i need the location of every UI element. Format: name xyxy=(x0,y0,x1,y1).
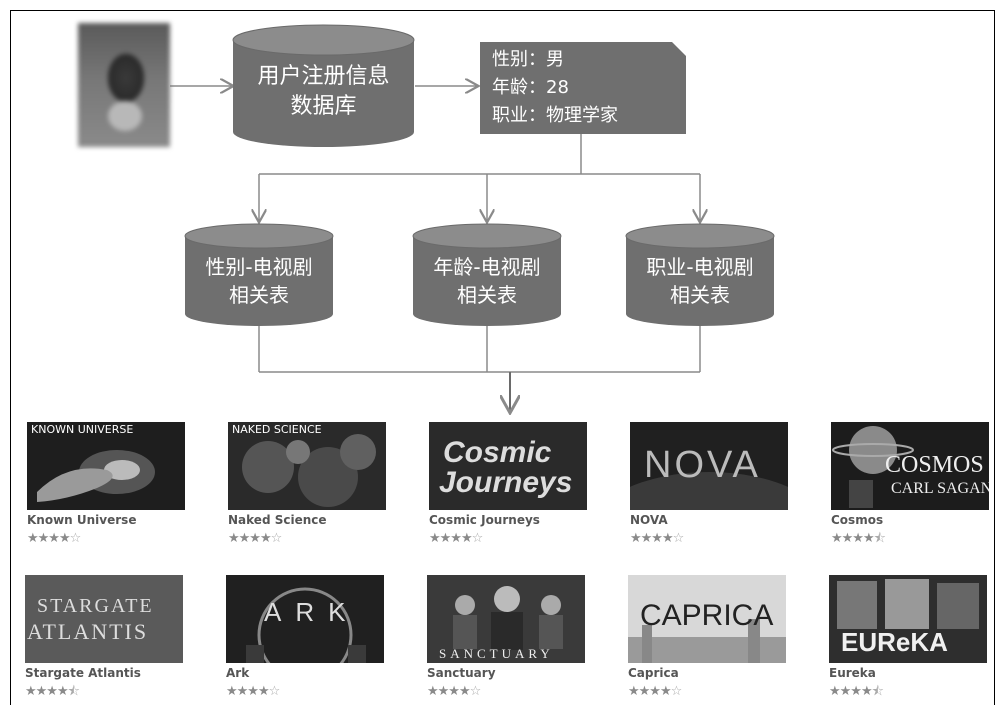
show-title[interactable]: Known Universe xyxy=(27,513,137,527)
gender-table-line2: 相关表 xyxy=(229,283,289,307)
show-thumbnail-tag: KNOWN UNIVERSE xyxy=(31,423,134,436)
show-title[interactable]: Caprica xyxy=(628,666,679,680)
show-thumbnail[interactable]: NOVA xyxy=(630,422,788,510)
rating-stars: ★★★★☆ xyxy=(27,531,81,546)
job-table-line1: 职业-电视剧 xyxy=(646,255,754,279)
job-table-cylinder: 职业-电视剧 相关表 xyxy=(625,222,775,328)
age-table-line2: 相关表 xyxy=(457,283,517,307)
cosmic-logo-line1: Cosmic xyxy=(443,436,552,469)
cosmos-logo-line1: COSMOS xyxy=(885,452,984,478)
show-title[interactable]: Naked Science xyxy=(228,513,327,527)
stargate-logo-line2: ATLANTIS xyxy=(27,619,149,644)
cosmos-logo-line2: CARL SAGAN xyxy=(891,480,989,497)
show-thumbnail[interactable]: SANCTUARY xyxy=(427,575,585,663)
age-table-cylinder: 年龄-电视剧 相关表 xyxy=(412,222,562,328)
gender-table-line1: 性别-电视剧 xyxy=(205,255,313,279)
show-thumbnail[interactable]: KNOWN UNIVERSE xyxy=(27,422,185,510)
user-gender: 性别：男 xyxy=(492,49,564,70)
show-title[interactable]: Eureka xyxy=(829,666,876,680)
job-table-line2: 相关表 xyxy=(670,283,730,307)
rating-stars: ★★★★☆ xyxy=(630,531,684,546)
show-thumbnail[interactable]: ARK xyxy=(226,575,384,663)
cosmic-logo-line2: Journeys xyxy=(439,466,573,499)
show-title[interactable]: Stargate Atlantis xyxy=(25,666,141,680)
user-photo xyxy=(78,23,170,147)
show-thumbnail[interactable]: Cosmic Journeys xyxy=(429,422,587,510)
show-thumbnail[interactable]: STARGATE ATLANTIS xyxy=(25,575,183,663)
registration-db-line2: 数据库 xyxy=(290,94,357,119)
rating-stars: ★★★★⯪ xyxy=(831,531,886,546)
user-age: 年龄：28 xyxy=(492,77,569,98)
figure-frame xyxy=(10,10,995,705)
ark-logo: ARK xyxy=(264,597,360,627)
show-title[interactable]: Ark xyxy=(226,666,250,680)
age-table-line1: 年龄-电视剧 xyxy=(433,255,541,279)
show-thumbnail[interactable]: NAKED SCIENCE xyxy=(228,422,386,510)
show-thumbnail[interactable]: COSMOS CARL SAGAN xyxy=(831,422,989,510)
registration-db-cylinder: 用户注册信息 数据库 xyxy=(232,24,415,149)
rating-stars: ★★★★☆ xyxy=(429,531,483,546)
show-thumbnail[interactable]: EUReKA xyxy=(829,575,987,663)
sanctuary-logo: SANCTUARY xyxy=(439,646,554,661)
registration-db-line1: 用户注册信息 xyxy=(257,64,390,89)
rating-stars: ★★★★☆ xyxy=(427,684,481,699)
show-title[interactable]: Cosmic Journeys xyxy=(429,513,540,527)
rating-stars: ★★★★⯪ xyxy=(829,684,884,699)
stargate-logo-line1: STARGATE xyxy=(37,595,154,617)
user-job: 职业：物理学家 xyxy=(492,105,618,126)
show-title[interactable]: NOVA xyxy=(630,513,668,527)
show-thumbnail[interactable]: CAPRICA xyxy=(628,575,786,663)
rating-stars: ★★★★⯪ xyxy=(25,684,80,699)
show-thumbnail-tag: NAKED SCIENCE xyxy=(232,423,322,436)
eureka-logo: EUReKA xyxy=(841,627,948,657)
rating-stars: ★★★★☆ xyxy=(228,531,282,546)
show-title[interactable]: Cosmos xyxy=(831,513,884,527)
show-title[interactable]: Sanctuary xyxy=(427,666,496,680)
user-info-box: 性别：男 年龄：28 职业：物理学家 xyxy=(480,42,686,134)
rating-stars: ★★★★☆ xyxy=(226,684,280,699)
nova-logo: NOVA xyxy=(644,444,761,486)
rating-stars: ★★★★☆ xyxy=(628,684,682,699)
gender-table-cylinder: 性别-电视剧 相关表 xyxy=(184,222,334,328)
caprica-logo: CAPRICA xyxy=(640,599,774,632)
